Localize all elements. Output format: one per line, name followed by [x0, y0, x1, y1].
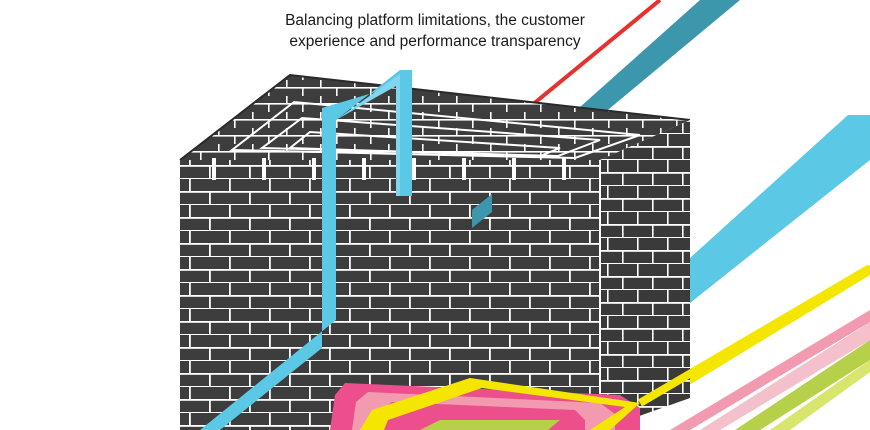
teal-pipe-end	[472, 194, 492, 228]
cover-subtitle-line-1: Balancing platform limitations, the cust…	[285, 12, 585, 29]
wall-top	[179, 73, 691, 161]
base-rings	[330, 378, 640, 430]
cover-subtitle-line-2: experience and performance transparency	[289, 33, 581, 50]
cover-subtitle: Balancing platform limitations, the cust…	[190, 10, 680, 52]
yellow-line	[637, 264, 870, 407]
cyan-pipe	[200, 70, 412, 430]
wall-side	[599, 120, 690, 430]
